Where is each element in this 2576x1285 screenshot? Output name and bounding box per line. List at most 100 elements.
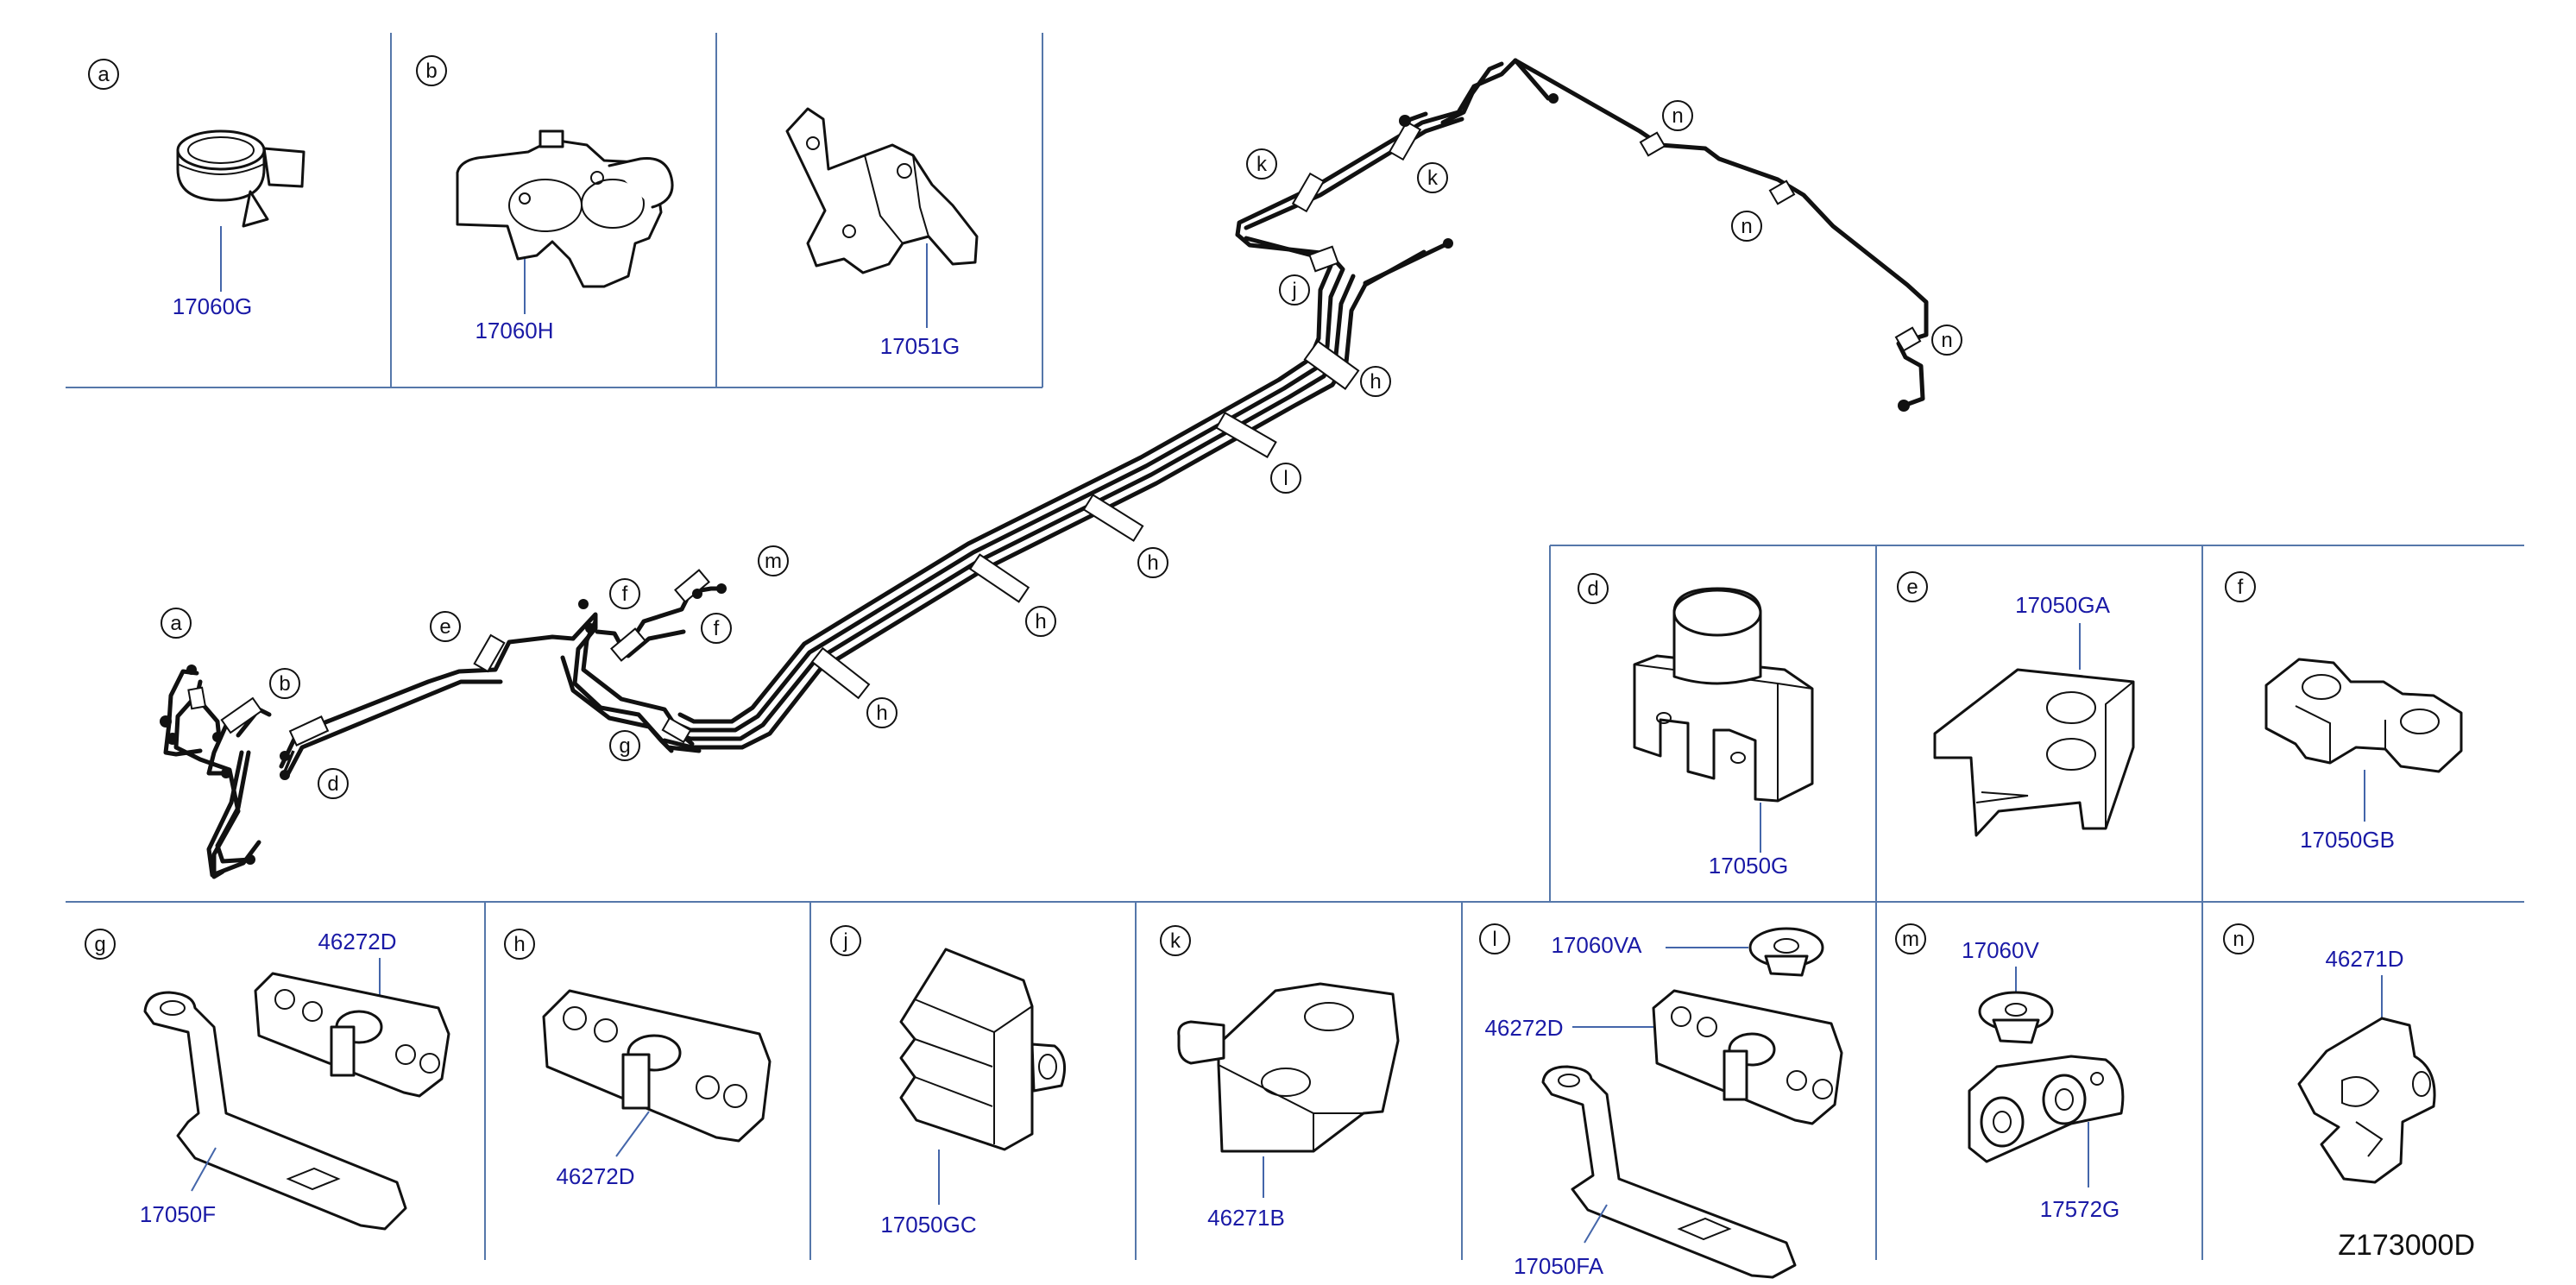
svg-text:b: b	[279, 672, 290, 696]
part-number: 46272D	[556, 1163, 634, 1189]
part-number: 17050GB	[2300, 827, 2395, 853]
panel-letter: b	[425, 60, 437, 83]
svg-text:l: l	[1283, 467, 1288, 490]
panel-letter: h	[513, 933, 525, 956]
part-number: 17060VA	[1551, 932, 1642, 958]
part-number: 17050F	[140, 1201, 216, 1227]
panel-h: h 46272D	[504, 929, 772, 1189]
bracket-part	[1541, 1065, 1797, 1279]
panel-b: b 17060H	[416, 55, 674, 343]
callout-k: k	[1246, 148, 1277, 180]
panel-letter: f	[2238, 576, 2244, 599]
callout-h: h	[1025, 606, 1056, 637]
svg-text:n: n	[1672, 104, 1683, 128]
callout-g: g	[609, 730, 640, 761]
panel-f: f 17050GB	[2225, 571, 2463, 853]
panel-j: j 17050GC	[830, 925, 1067, 1238]
panel-d: d 17050G	[1578, 573, 1814, 879]
diagram-code: Z173000D	[2338, 1229, 2475, 1262]
part-number: 17060G	[173, 293, 253, 319]
part-number: 17050G	[1709, 853, 1789, 879]
svg-text:f: f	[714, 617, 720, 640]
panel-letter: l	[1492, 928, 1496, 951]
svg-text:m: m	[765, 550, 782, 573]
panel-e: e 17050GA	[1897, 571, 2135, 837]
multi-clip-part	[254, 972, 450, 1098]
stacked-clip-part	[899, 948, 1067, 1151]
clip-part	[1633, 587, 1814, 803]
double-clip-part	[456, 129, 674, 288]
pipe-callouts: a b d e f f m g	[161, 100, 1962, 799]
double-grommet-clip-part	[1968, 1055, 2125, 1163]
part-number: 46272D	[1484, 1015, 1563, 1041]
callout-f: f	[701, 613, 732, 644]
multi-clip-part	[542, 989, 772, 1143]
callout-m: m	[758, 545, 789, 576]
panel-k: k 46271B	[1160, 925, 1400, 1231]
panel-grid	[66, 33, 2524, 1260]
fuel-pipe-routing	[160, 58, 1929, 879]
panel-letter: m	[1902, 928, 1919, 951]
callout-h: h	[1137, 547, 1168, 578]
hose-clamp-part	[176, 129, 305, 228]
callout-b: b	[269, 668, 300, 699]
svg-text:e: e	[439, 615, 450, 639]
panel-letter-bubble	[2225, 571, 2256, 602]
svg-text:n: n	[1941, 329, 1952, 352]
panel-letter: k	[1170, 929, 1181, 953]
svg-text:d: d	[327, 772, 338, 796]
panel-letter-bubble	[1479, 923, 1510, 954]
clip-part	[2297, 1017, 2436, 1184]
svg-text:h: h	[1147, 551, 1158, 575]
callout-l: l	[1270, 463, 1301, 494]
double-clip-part	[1177, 982, 1400, 1153]
panel-letter-bubble	[1578, 573, 1609, 604]
grommet-part	[1748, 927, 1824, 977]
panel-letter-bubble	[416, 55, 447, 86]
callout-d: d	[318, 768, 349, 799]
part-number: 17050GC	[880, 1212, 976, 1238]
panel-letter: e	[1906, 576, 1918, 599]
part-number: 17572G	[2040, 1196, 2120, 1222]
svg-text:j: j	[1291, 279, 1296, 302]
panel-g: g 46272D 17050F	[85, 929, 450, 1231]
callout-e: e	[430, 611, 461, 642]
multi-clip-part	[1652, 989, 1843, 1125]
part-number: 17050GA	[2015, 592, 2111, 618]
part-number: 46271B	[1207, 1205, 1285, 1231]
panel-n: n 46271D	[2223, 923, 2436, 1184]
callout-n: n	[1931, 324, 1962, 356]
panel-letter: n	[2233, 928, 2244, 951]
panel-m: m 17060V 17572G	[1895, 923, 2125, 1222]
part-number: 17060H	[475, 318, 553, 343]
svg-text:h: h	[1035, 610, 1046, 633]
part-number: 46271D	[2325, 946, 2403, 972]
panel-letter: a	[98, 63, 110, 86]
callout-n: n	[1731, 211, 1762, 242]
callout-k: k	[1417, 162, 1448, 193]
panel-letter-bubble	[88, 59, 119, 90]
callout-h: h	[866, 697, 898, 728]
callout-a: a	[161, 608, 192, 639]
svg-text:k: k	[1257, 153, 1268, 176]
panel-bracket: 17051G	[785, 107, 979, 359]
part-number: 17051G	[880, 333, 960, 359]
panel-a: a 17060G	[88, 59, 305, 319]
panel-letter-bubble	[1160, 925, 1191, 956]
callout-f: f	[609, 578, 640, 609]
bracket-part	[143, 991, 407, 1231]
part-number: 17050FA	[1514, 1253, 1604, 1279]
svg-text:h: h	[876, 702, 887, 725]
panel-l: l 17060VA 46272D 17050FA	[1479, 923, 1843, 1279]
panel-letter: j	[842, 929, 847, 953]
panel-letter-bubble	[1895, 923, 1926, 954]
panel-letter: d	[1587, 577, 1598, 601]
panel-letter-bubble	[504, 929, 535, 960]
svg-text:h: h	[1370, 370, 1381, 394]
callout-h: h	[1360, 366, 1391, 397]
double-clip-part	[2264, 658, 2463, 773]
bracket-part	[785, 107, 979, 274]
triple-clip-part	[1933, 668, 2135, 837]
panel-letter-bubble	[830, 925, 861, 956]
